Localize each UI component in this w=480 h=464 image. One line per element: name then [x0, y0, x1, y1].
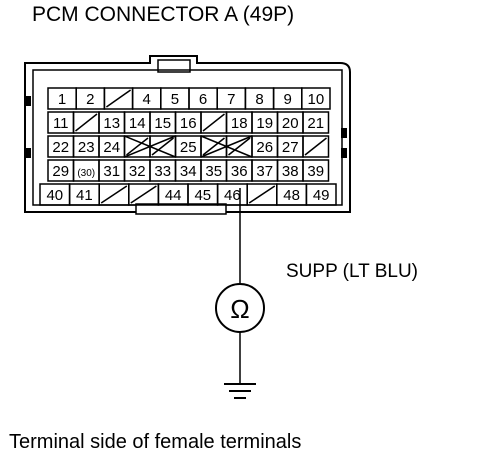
- terminal-number: 1: [58, 91, 66, 108]
- terminal-number: 20: [282, 115, 299, 132]
- terminal-number: 36: [231, 163, 248, 180]
- terminal-number: 31: [103, 163, 120, 180]
- terminal-number: 32: [129, 163, 146, 180]
- terminal-number: 48: [283, 187, 300, 204]
- terminal-cell: [305, 183, 337, 206]
- terminal-number: 37: [256, 163, 273, 180]
- footer-caption: Terminal side of female terminals: [9, 431, 302, 453]
- terminal-number: 8: [255, 91, 263, 108]
- probe-circuit: [215, 188, 265, 399]
- ohmmeter-symbol: Ω: [230, 294, 249, 324]
- terminal-number: 35: [205, 163, 222, 180]
- terminal-number: 9: [284, 91, 292, 108]
- terminal-cell: [302, 111, 330, 134]
- terminal-number: 39: [307, 163, 324, 180]
- terminal-number: 14: [129, 115, 146, 132]
- terminal-number: (30): [77, 168, 95, 179]
- unused-terminal-slash: [130, 185, 157, 204]
- terminal-number: 21: [307, 115, 324, 132]
- unused-terminal-slash: [75, 113, 98, 132]
- terminal-number: 23: [78, 139, 95, 156]
- terminal-number: 34: [180, 163, 197, 180]
- unused-terminal-slash: [202, 113, 225, 132]
- unused-terminal-slash: [304, 137, 327, 156]
- terminal-number: 24: [103, 139, 120, 156]
- diagram-title: PCM CONNECTOR A (49P): [32, 3, 295, 26]
- terminal-number: 44: [165, 187, 182, 204]
- terminal-number: 46: [224, 187, 241, 204]
- terminal-number: 10: [308, 91, 325, 108]
- terminal-number: 40: [46, 187, 63, 204]
- unused-terminal-slash: [100, 185, 128, 204]
- terminal-number: 33: [154, 163, 171, 180]
- terminal-number: 15: [154, 115, 171, 132]
- unused-terminal-slash: [202, 137, 225, 156]
- terminal-number: 7: [227, 91, 235, 108]
- terminal-number: 26: [256, 139, 273, 156]
- unused-terminal-slash: [248, 185, 276, 204]
- terminal-number: 6: [199, 91, 207, 108]
- terminal-number: 45: [194, 187, 211, 204]
- connector-housing: [24, 55, 351, 213]
- terminal-number: 38: [282, 163, 299, 180]
- unused-terminal-slash: [228, 137, 251, 156]
- connector-key: [135, 203, 227, 215]
- terminal-number: 49: [313, 187, 330, 204]
- terminal-number: 4: [143, 91, 151, 108]
- terminal-cell: [301, 87, 331, 110]
- terminal-number: 11: [53, 115, 69, 132]
- terminal-cell: [302, 159, 330, 182]
- unused-terminal-slash: [126, 137, 149, 156]
- terminal-number: 19: [256, 115, 273, 132]
- terminal-grid: [39, 87, 337, 206]
- terminal-number: 13: [103, 115, 120, 132]
- unused-terminal-slash: [105, 89, 132, 108]
- wire-label: SUPP (LT BLU): [286, 261, 418, 282]
- terminal-number: 22: [52, 139, 69, 156]
- connector-latches: [25, 96, 347, 158]
- terminal-number: 25: [180, 139, 197, 156]
- terminal-number: 41: [76, 187, 93, 204]
- unused-terminal-slash: [151, 137, 174, 156]
- blocked-cavity-x: [200, 135, 253, 158]
- terminal-number: 29: [52, 163, 69, 180]
- terminal-number: 27: [282, 139, 299, 156]
- terminal-cell: [302, 135, 330, 158]
- terminal-number: 2: [86, 91, 94, 108]
- terminal-number: 16: [180, 115, 197, 132]
- terminal-number: 5: [171, 91, 179, 108]
- blocked-cavity-x: [124, 135, 176, 158]
- terminal-number: 18: [231, 115, 248, 132]
